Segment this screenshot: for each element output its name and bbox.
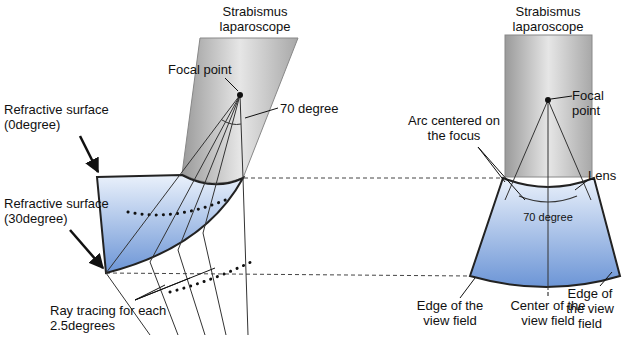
label-text: Edge of the view field bbox=[558, 286, 622, 331]
label-text: Focal point bbox=[572, 88, 622, 118]
view-lines bbox=[505, 100, 591, 290]
label-text: Ray tracing for each 2.5degrees bbox=[50, 303, 190, 333]
label-text: Focal point bbox=[168, 62, 248, 77]
label-text: Refractive surface (30degree) bbox=[4, 196, 114, 226]
label-text: Lens bbox=[588, 168, 622, 183]
focal-dot bbox=[545, 97, 551, 103]
label-text: Strabismus laparoscope bbox=[498, 4, 598, 34]
label-text: Arc centered on the focus bbox=[404, 113, 504, 143]
label-text: Edge of the view field bbox=[408, 298, 492, 328]
ray-lines bbox=[106, 95, 248, 335]
label-text: Refractive surface (0degree) bbox=[4, 102, 124, 132]
label-text: 70 degree bbox=[280, 101, 360, 116]
label-text: 70 degree bbox=[520, 210, 576, 225]
label-text: Strabismus laparoscope bbox=[205, 4, 305, 34]
focal-dot bbox=[237, 92, 243, 98]
lens-body bbox=[470, 178, 620, 287]
